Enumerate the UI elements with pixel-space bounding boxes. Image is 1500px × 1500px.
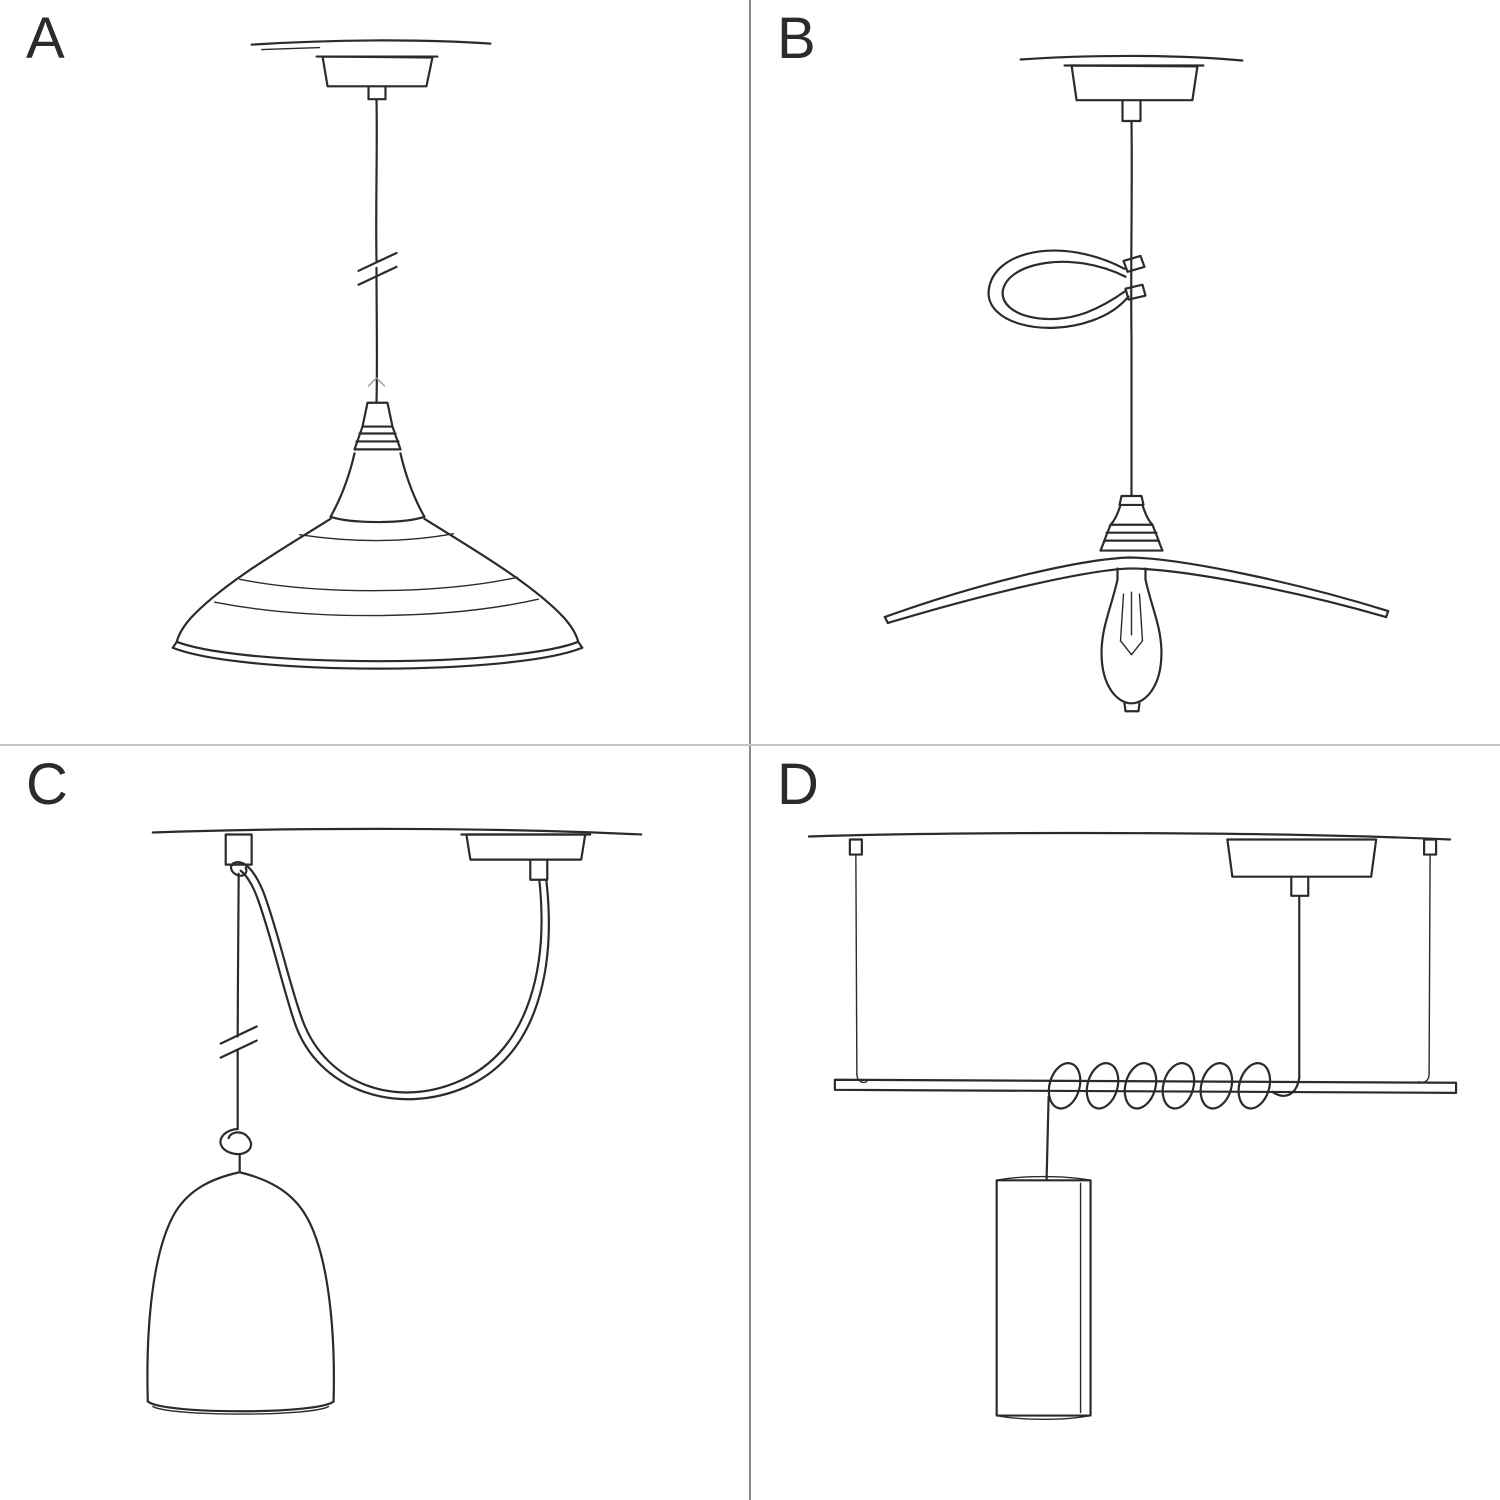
ceiling-line	[807, 831, 1452, 841]
panel-b-label: B	[777, 6, 817, 71]
pendant-cable	[1045, 1095, 1050, 1181]
horizontal-divider	[0, 744, 1500, 746]
cable-break-mark	[219, 1025, 258, 1059]
barn-shade	[171, 452, 584, 670]
pendant-cable	[1130, 119, 1133, 498]
ceiling-canopy	[1226, 838, 1378, 1079]
light-bulb	[1100, 567, 1163, 713]
panel-a: A	[0, 0, 749, 744]
pendant-cable	[375, 98, 379, 404]
pendant-cable	[236, 872, 240, 1131]
wall-hook	[224, 833, 253, 877]
plate-shade	[883, 556, 1390, 625]
panel-a-label: A	[26, 6, 66, 71]
ceiling-canopy	[315, 55, 439, 101]
sketch-swag-pendant-bell-shade	[146, 827, 643, 1415]
panel-c-label: C	[26, 752, 69, 817]
sketch-pendant-barn-shade	[171, 39, 584, 670]
cable-break-mark	[357, 251, 398, 387]
panel-d-label: D	[777, 752, 820, 817]
cable-knot	[219, 1127, 252, 1174]
lamp-holder	[353, 401, 402, 451]
ceiling-line	[250, 39, 492, 51]
hanging-bar	[833, 1078, 1458, 1094]
sketch-bar-suspension-tube-shade	[807, 831, 1458, 1421]
panel-d: D	[751, 746, 1500, 1500]
swag-cable	[239, 862, 550, 1101]
panel-c: C	[0, 746, 749, 1500]
cable-coil	[1047, 1062, 1301, 1110]
ceiling-canopy	[1063, 64, 1205, 123]
tube-shade	[995, 1175, 1092, 1421]
panel-b: B	[751, 0, 1500, 744]
ceiling-line	[151, 827, 643, 836]
bell-shade	[146, 1171, 335, 1415]
ceiling-canopy	[460, 833, 592, 881]
sketch-pendant-plate-shade-bulb	[883, 54, 1390, 713]
decorative-cable-clip	[987, 249, 1147, 329]
vertical-divider	[749, 0, 751, 1500]
ceiling-line	[1019, 54, 1244, 62]
lamp-holder	[1099, 494, 1164, 552]
